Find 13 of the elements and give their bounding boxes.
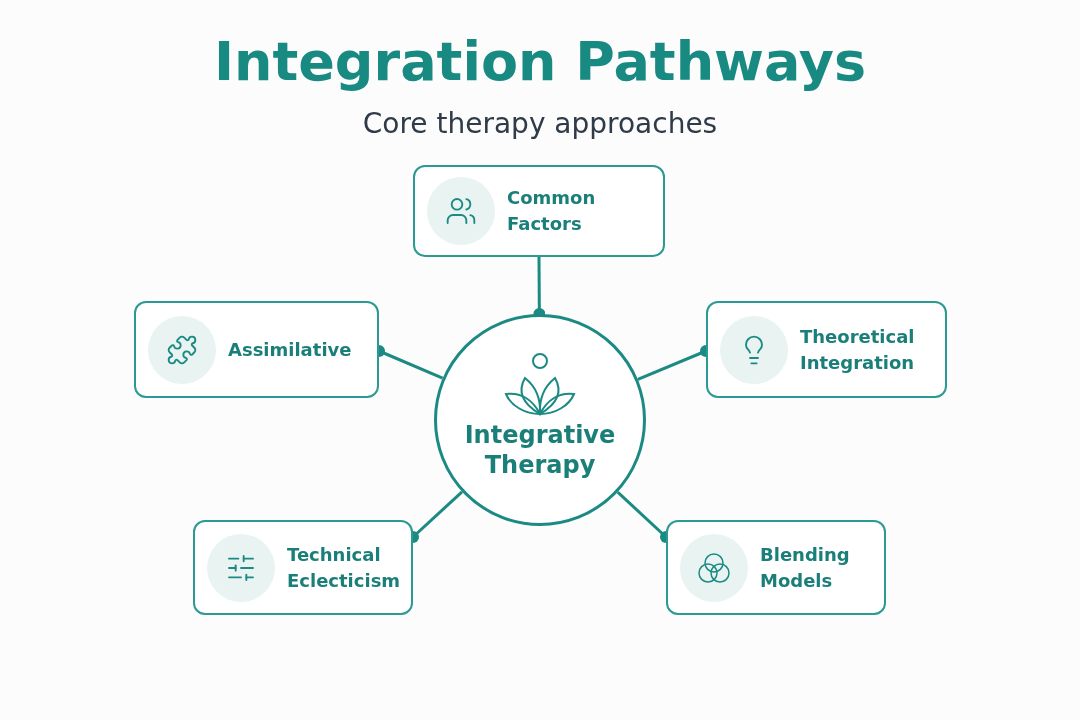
approach-card xyxy=(666,520,886,615)
approach-card xyxy=(193,520,413,615)
card-label: Assimilative xyxy=(228,337,352,362)
card-label: Common Factors xyxy=(507,186,597,236)
subtitle: Core therapy approaches xyxy=(362,106,718,142)
card-label: Technical Eclecticism xyxy=(287,542,402,593)
approach-card xyxy=(413,165,665,257)
card-label: Theoretical Integration xyxy=(800,324,916,375)
title: Integration Pathways xyxy=(213,30,867,94)
approach-card xyxy=(134,301,379,398)
approach-card xyxy=(706,301,947,398)
card-label: Blending Models xyxy=(760,542,851,593)
center-label: Integrative Therapy xyxy=(463,420,617,480)
